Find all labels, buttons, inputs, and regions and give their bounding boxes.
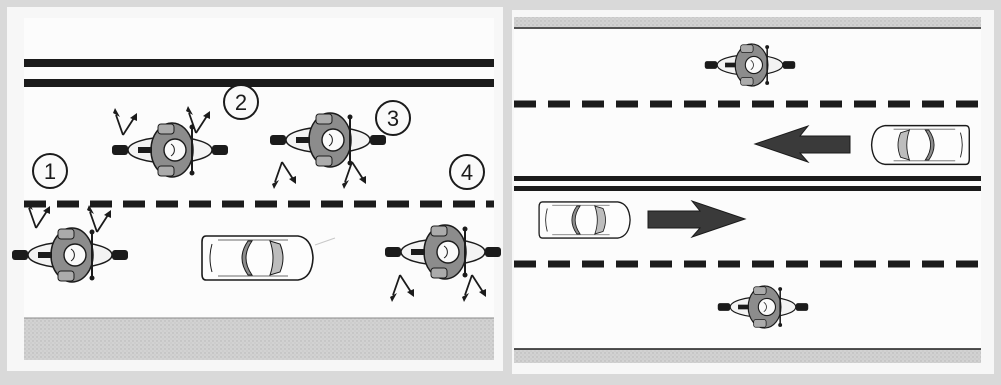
position-marker-4: 4 [450, 155, 484, 189]
position-marker-3: 3 [376, 101, 410, 135]
road-shoulder [24, 318, 494, 360]
left-panel: 1 2 3 4 [7, 7, 503, 371]
road-shoulder [514, 17, 981, 27]
position-marker-2: 2 [224, 85, 258, 119]
car-topdown-icon [872, 126, 970, 165]
double-center-line [514, 176, 981, 181]
position-marker-label: 1 [44, 159, 56, 184]
right-panel [512, 10, 994, 374]
position-marker-label: 4 [461, 160, 473, 185]
double-center-line [24, 59, 494, 67]
position-marker-label: 3 [387, 106, 399, 131]
road-shoulder [514, 349, 981, 363]
position-marker-1: 1 [33, 154, 67, 188]
car-topdown-icon [202, 236, 313, 280]
position-marker-label: 2 [235, 90, 247, 115]
car-topdown-icon [539, 202, 630, 238]
